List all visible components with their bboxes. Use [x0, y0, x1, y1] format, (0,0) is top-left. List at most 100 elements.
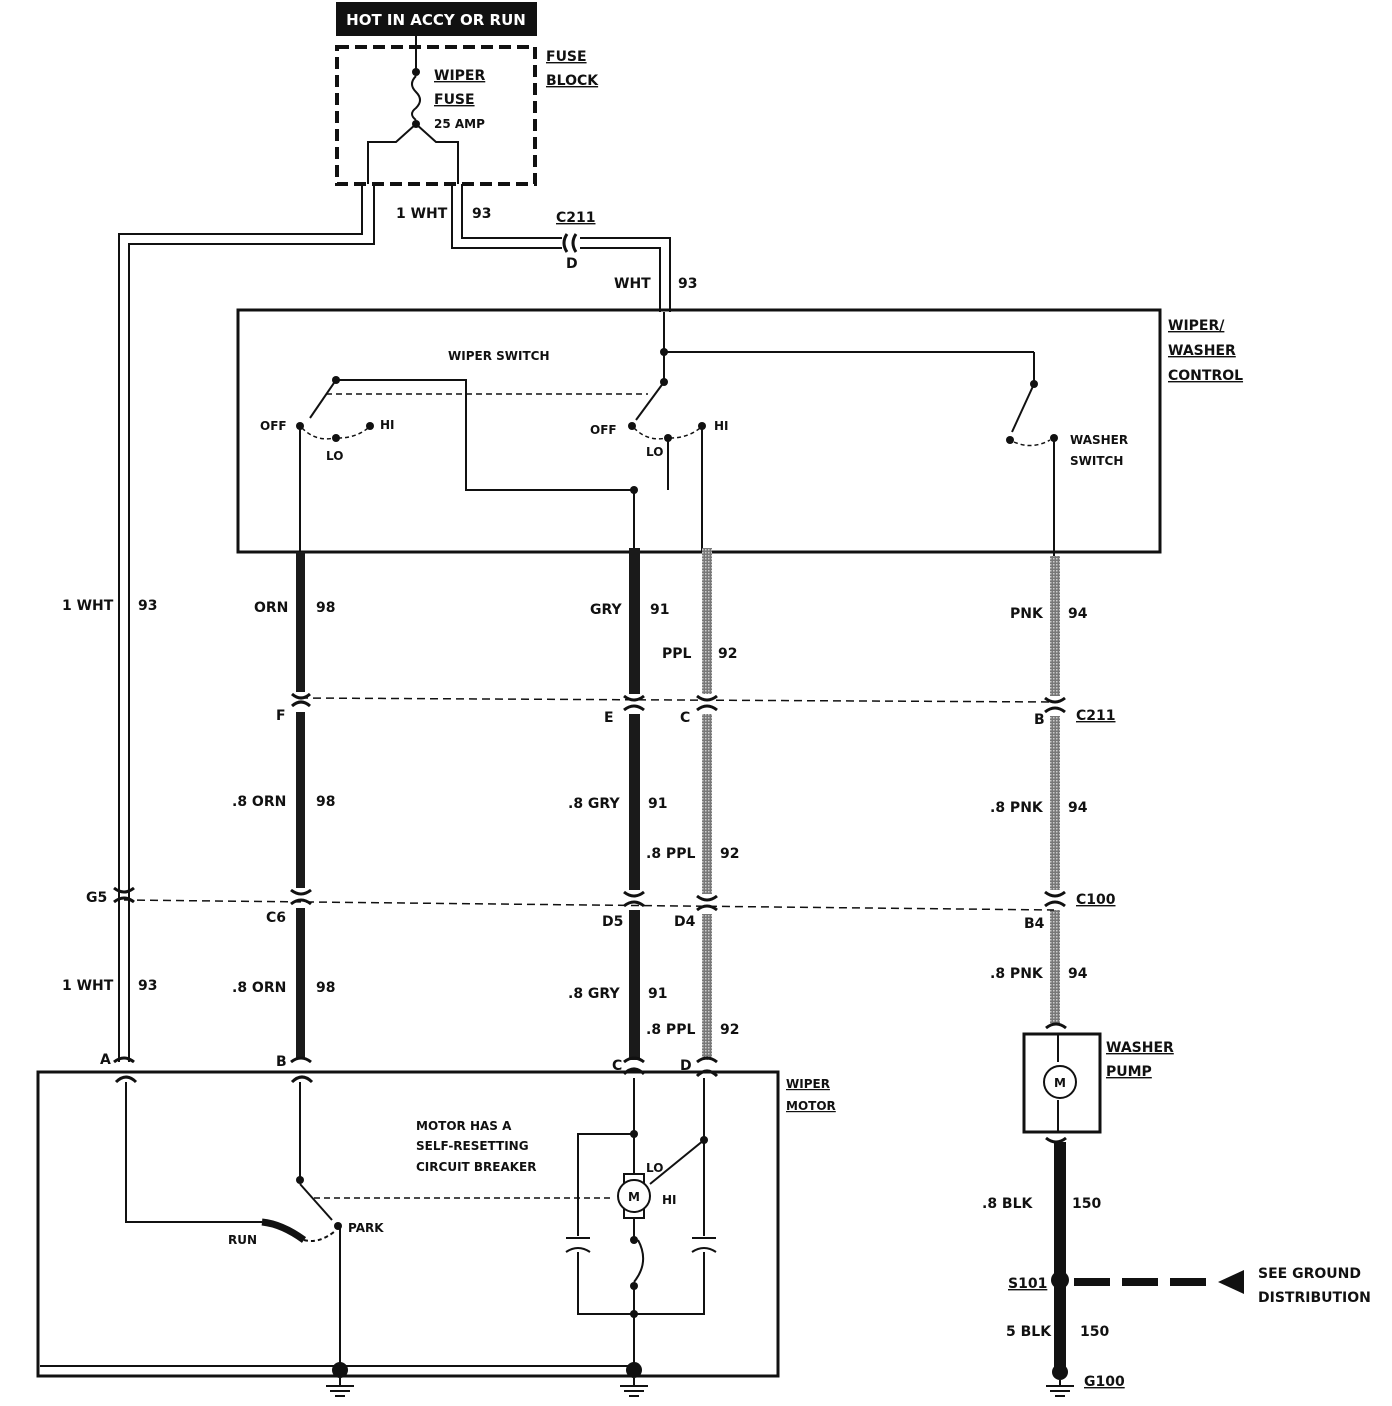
wiper-washer-control: WIPER/ WASHER CONTROL WIPER SWITCH OFF L…	[236, 308, 1243, 554]
wiper-switch-right-icon	[628, 312, 1034, 494]
washer-switch-icon	[1006, 352, 1058, 447]
wire-blk-150	[1054, 1142, 1066, 1370]
upper-ppl-circuit: 92	[718, 646, 737, 662]
motor-pin-a: A	[100, 1052, 111, 1068]
c100-cav-orn: C6	[266, 910, 286, 926]
c100-gry-connector-icon	[623, 890, 645, 908]
motor-title-line1: WIPER	[786, 1077, 830, 1091]
connector-c211: F E C B C211	[276, 692, 1116, 728]
motor-title-line2: MOTOR	[786, 1099, 836, 1113]
wire-pnk-94	[1050, 556, 1060, 1024]
mid-orn-color: .8 ORN	[232, 794, 286, 810]
lower-ppl-circuit: 92	[720, 1022, 739, 1038]
connector-c211-splice: C211 D	[556, 210, 596, 272]
ground-blk2-circuit: 150	[1080, 1324, 1109, 1340]
motor-park-label: PARK	[348, 1221, 384, 1235]
washer-switch-line1: WASHER	[1070, 433, 1128, 447]
mid-gry-color: .8 GRY	[568, 796, 620, 812]
mid-pnk-color: .8 PNK	[990, 800, 1044, 816]
motor-run-label: RUN	[228, 1233, 257, 1247]
fuse-rating: 25 AMP	[434, 117, 485, 131]
lower-ppl-color: .8 PPL	[646, 1022, 695, 1038]
pump-title-line1: WASHER	[1106, 1040, 1174, 1056]
left-switch-lo: LO	[326, 449, 343, 463]
capacitor-right-icon	[691, 1237, 717, 1253]
splice-s101-label: S101	[1008, 1276, 1047, 1292]
pump-title-line2: PUMP	[1106, 1064, 1152, 1080]
upper-orn-circuit: 98	[316, 600, 335, 616]
see-ground-line1: SEE GROUND	[1258, 1266, 1361, 1282]
c100-pnk-connector-icon	[1044, 890, 1066, 908]
wiper-motor: WIPER MOTOR A B C D MOTOR HAS A SELF-RES…	[36, 1052, 836, 1378]
wiper-motor-m: M	[628, 1190, 640, 1204]
mid-gry-circuit: 91	[648, 796, 667, 812]
upper-gry-circuit: 91	[650, 602, 669, 618]
mid-ppl-color: .8 PPL	[646, 846, 695, 862]
right-switch-hi: HI	[714, 419, 729, 433]
mid-ppl-circuit: 92	[720, 846, 739, 862]
lower-wht-color: 1 WHT	[62, 978, 114, 994]
wiper-switch-left-icon	[296, 376, 374, 442]
fuse-name-line1: WIPER	[434, 68, 485, 84]
c211-cav-orn: F	[276, 708, 286, 724]
upper-gry-color: GRY	[590, 602, 623, 618]
mid-orn-circuit: 98	[316, 794, 335, 810]
fuse-name-line2: FUSE	[434, 92, 475, 108]
upper-pnk-color: PNK	[1010, 606, 1044, 622]
washer-switch-line2: SWITCH	[1070, 454, 1123, 468]
control-title-line1: WIPER/	[1168, 318, 1225, 334]
c211-cav-pnk: B	[1034, 712, 1045, 728]
lower-pnk-circuit: 94	[1068, 966, 1088, 982]
lower-pnk-color: .8 PNK	[990, 966, 1044, 982]
motor-pin-b: B	[276, 1054, 287, 1070]
power-header: HOT IN ACCY OR RUN	[336, 2, 537, 36]
feed-left-color: 1 WHT	[396, 206, 448, 222]
wire-orn-98	[296, 552, 305, 1058]
see-ground-line2: DISTRIBUTION	[1258, 1290, 1371, 1306]
ground-blk1-color: .8 BLK	[982, 1196, 1034, 1212]
lower-gry-circuit: 91	[648, 986, 667, 1002]
wiper-switch-label: WIPER SWITCH	[448, 349, 550, 363]
c100-orn-connector-icon	[290, 888, 312, 906]
washer-pump-motor-icon: M	[1043, 1065, 1077, 1099]
control-title-line2: WASHER	[1168, 343, 1236, 359]
fuse-block-title-line2: BLOCK	[546, 73, 599, 89]
c211-pnk-connector-icon	[1044, 696, 1066, 714]
ground-g100-icon	[1046, 1364, 1074, 1397]
c211-cav-gry: E	[604, 710, 614, 726]
control-title-line3: CONTROL	[1168, 368, 1243, 384]
splice-s101: S101	[1008, 1271, 1069, 1292]
c100-cav-wht: G5	[86, 890, 107, 906]
motor-pin-d: D	[680, 1058, 692, 1074]
ground-blk2-color: 5 BLK	[1006, 1324, 1052, 1340]
motor-hi-label: HI	[662, 1193, 677, 1207]
lower-orn-circuit: 98	[316, 980, 335, 996]
c100-cav-pnk: B4	[1024, 916, 1045, 932]
right-switch-off: OFF	[590, 423, 617, 437]
right-switch-lo: LO	[646, 445, 663, 459]
splice-connector-name: C211	[556, 210, 596, 226]
c211-ppl-connector-icon	[696, 694, 718, 712]
upper-wht-color: 1 WHT	[62, 598, 114, 614]
wiper-motor-icon: M	[617, 1173, 651, 1219]
wire-ppl-92	[702, 548, 712, 1060]
lower-orn-color: .8 ORN	[232, 980, 286, 996]
motor-pin-c: C	[612, 1058, 622, 1074]
motor-note-line3: CIRCUIT BREAKER	[416, 1160, 537, 1174]
motor-note-line2: SELF-RESETTING	[416, 1139, 529, 1153]
c100-wht-connector-icon	[113, 886, 135, 904]
fuse-block-title-line1: FUSE	[546, 49, 587, 65]
c211-orn-connector-icon	[291, 692, 311, 708]
c100-cav-ppl: D4	[674, 914, 696, 930]
motor-lo-label: LO	[646, 1161, 663, 1175]
upper-ppl-color: PPL	[662, 646, 692, 662]
motor-ground-left-icon	[326, 1362, 354, 1397]
upper-orn-color: ORN	[254, 600, 288, 616]
ground-distribution-arrow-icon	[1218, 1270, 1244, 1294]
left-switch-off: OFF	[260, 419, 287, 433]
motor-pin-connectors-icon	[113, 1056, 719, 1084]
c100-ppl-connector-icon	[696, 894, 718, 912]
feed-wire-right	[451, 184, 671, 312]
washer-pump-m: M	[1054, 1076, 1066, 1090]
